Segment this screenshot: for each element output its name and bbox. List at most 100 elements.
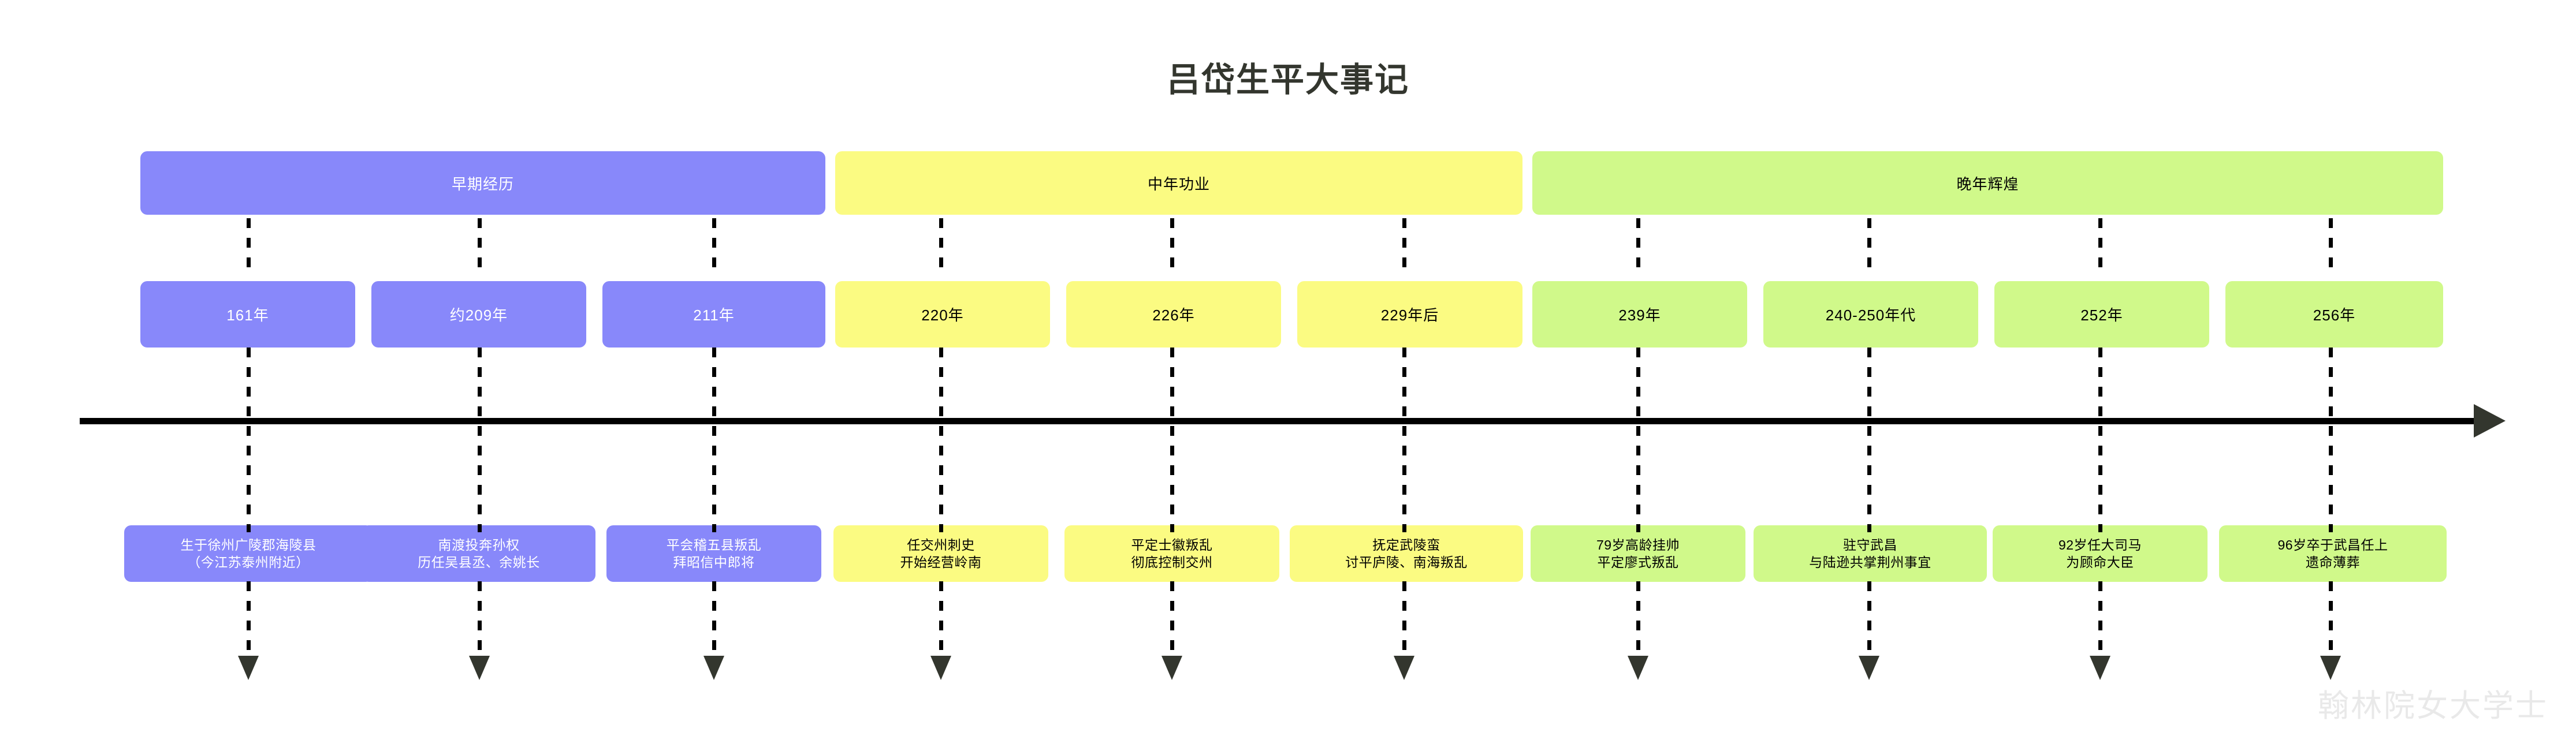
connector-line-upper-3: [939, 218, 943, 275]
connector-line-upper-4: [1170, 218, 1174, 275]
phase-bar-0: 早期经历: [140, 151, 825, 215]
connector-arrow-icon-9: [2320, 656, 2341, 680]
event-line: 平定士徽叛乱: [1131, 537, 1213, 552]
year-label: 256年: [2313, 307, 2356, 324]
connector-line-tail-5: [1402, 581, 1406, 656]
year-label: 240-250年代: [1825, 307, 1916, 324]
connector-line-tail-0: [247, 581, 251, 656]
year-box-6[interactable]: 239年: [1532, 281, 1747, 348]
connector-arrow-icon-2: [703, 656, 724, 680]
year-label: 239年: [1618, 307, 1661, 324]
event-box-3[interactable]: 任交州刺史开始经营岭南: [833, 525, 1048, 582]
event-line: 为顾命大臣: [2066, 555, 2134, 570]
year-box-7[interactable]: 240-250年代: [1763, 281, 1978, 348]
connector-line-tail-1: [478, 581, 482, 656]
connector-line-upper-8: [2098, 218, 2102, 275]
timeline-axis-line: [80, 418, 2482, 424]
page-title: 吕岱生平大事记: [1166, 61, 1409, 99]
phase-bar-row: 早期经历 中年功业 晚年辉煌: [0, 151, 2576, 215]
year-label: 229年后: [1380, 307, 1439, 324]
event-line: 遗命薄葬: [2306, 555, 2360, 570]
connector-line-tail-3: [939, 581, 943, 656]
phase-label: 中年功业: [1147, 175, 1210, 193]
connector-line-lower-4: [1170, 348, 1174, 532]
event-box-6[interactable]: 79岁高龄挂帅平定廖式叛乱: [1531, 525, 1745, 582]
event-line: 抚定武陵蛮: [1372, 537, 1440, 552]
connector-line-tail-8: [2098, 581, 2102, 656]
event-line: 驻守武昌: [1843, 537, 1897, 552]
connector-arrow-icon-6: [1628, 656, 1648, 680]
connector-line-upper-1: [478, 218, 482, 275]
connector-line-lower-6: [1636, 348, 1640, 532]
event-box-8[interactable]: 92岁任大司马为顾命大臣: [1993, 525, 2208, 582]
event-line: 平定廖式叛乱: [1597, 555, 1679, 570]
event-box-row: 生于徐州广陵郡海陵县（今江苏泰州附近）南渡投奔孙权历任吴县丞、余姚长平会稽五县叛…: [0, 525, 2576, 582]
connector-line-upper-6: [1636, 218, 1640, 275]
event-line: 平会稽五县叛乱: [666, 537, 762, 552]
connector-line-tail-2: [712, 581, 716, 656]
year-box-9[interactable]: 256年: [2225, 281, 2443, 348]
event-box-1[interactable]: 南渡投奔孙权历任吴县丞、余姚长: [362, 525, 595, 582]
connector-arrow-icon-5: [1394, 656, 1414, 680]
year-box-5[interactable]: 229年后: [1297, 281, 1522, 348]
connector-arrow-icon-8: [2090, 656, 2110, 680]
phase-bar-2: 晚年辉煌: [1532, 151, 2443, 215]
year-box-2[interactable]: 211年: [602, 281, 825, 348]
connector-arrow-icon-7: [1859, 656, 1879, 680]
connector-line-upper-5: [1402, 218, 1406, 275]
event-box-2[interactable]: 平会稽五县叛乱拜昭信中郎将: [606, 525, 821, 582]
year-box-row: 161年 约209年 211年 220年 226年 229年后 239年 240-250年代 2…: [0, 281, 2576, 348]
connector-line-lower-1: [478, 348, 482, 532]
connector-line-lower-8: [2098, 348, 2102, 532]
connector-line-lower-0: [247, 348, 251, 532]
connector-line-upper-2: [712, 218, 716, 275]
event-line: 彻底控制交州: [1131, 555, 1213, 570]
year-label: 220年: [921, 307, 964, 324]
event-line: 拜昭信中郎将: [673, 555, 755, 570]
phase-label: 早期经历: [451, 175, 514, 193]
year-box-1[interactable]: 约209年: [371, 281, 586, 348]
connector-line-lower-3: [939, 348, 943, 532]
event-box-7[interactable]: 驻守武昌与陆逊共掌荆州事宜: [1754, 525, 1987, 582]
event-line: 任交州刺史: [907, 537, 975, 552]
connector-line-lower-5: [1402, 348, 1406, 532]
connector-line-upper-7: [1867, 218, 1871, 275]
year-box-3[interactable]: 220年: [835, 281, 1050, 348]
event-line: 讨平庐陵、南海叛乱: [1345, 555, 1468, 570]
watermark-text: 翰林院女大学士: [2318, 689, 2548, 723]
connector-arrow-icon-3: [930, 656, 951, 680]
event-line: 96岁卒于武昌任上: [2277, 537, 2388, 552]
year-box-8[interactable]: 252年: [1994, 281, 2209, 348]
event-line: （今江苏泰州附近）: [187, 555, 310, 570]
year-label: 252年: [2080, 307, 2123, 324]
event-line: 历任吴县丞、余姚长: [418, 555, 540, 570]
year-box-4[interactable]: 226年: [1066, 281, 1281, 348]
event-line: 92岁任大司马: [2058, 537, 2142, 552]
event-box-0[interactable]: 生于徐州广陵郡海陵县 （今江苏泰州附近）: [124, 525, 373, 582]
year-label: 211年: [693, 307, 735, 324]
timeline-arrow-icon: [2474, 404, 2506, 438]
year-box-0[interactable]: 161年: [140, 281, 355, 348]
event-line: 与陆逊共掌荆州事宜: [1809, 555, 1931, 570]
phase-bar-1: 中年功业: [835, 151, 1522, 215]
connector-line-tail-6: [1636, 581, 1640, 656]
event-line: 开始经营岭南: [900, 555, 982, 570]
connector-arrow-icon-4: [1162, 656, 1182, 680]
event-line: 南渡投奔孙权: [438, 537, 520, 552]
event-box-5[interactable]: 抚定武陵蛮讨平庐陵、南海叛乱: [1290, 525, 1523, 582]
event-line: 79岁高龄挂帅: [1596, 537, 1680, 552]
event-box-9[interactable]: 96岁卒于武昌任上遗命薄葬: [2219, 525, 2447, 582]
connector-line-tail-7: [1867, 581, 1871, 656]
connector-line-tail-4: [1170, 581, 1174, 656]
connector-line-tail-9: [2329, 581, 2333, 656]
year-label: 约209年: [449, 307, 508, 324]
connector-arrow-icon-1: [469, 656, 490, 680]
connector-line-upper-0: [247, 218, 251, 275]
event-box-4[interactable]: 平定士徽叛乱彻底控制交州: [1064, 525, 1279, 582]
connector-line-lower-9: [2329, 348, 2333, 532]
connector-line-upper-9: [2329, 218, 2333, 275]
event-line: 生于徐州广陵郡海陵县: [180, 537, 317, 552]
year-label: 226年: [1152, 307, 1195, 324]
phase-label: 晚年辉煌: [1956, 175, 2019, 193]
